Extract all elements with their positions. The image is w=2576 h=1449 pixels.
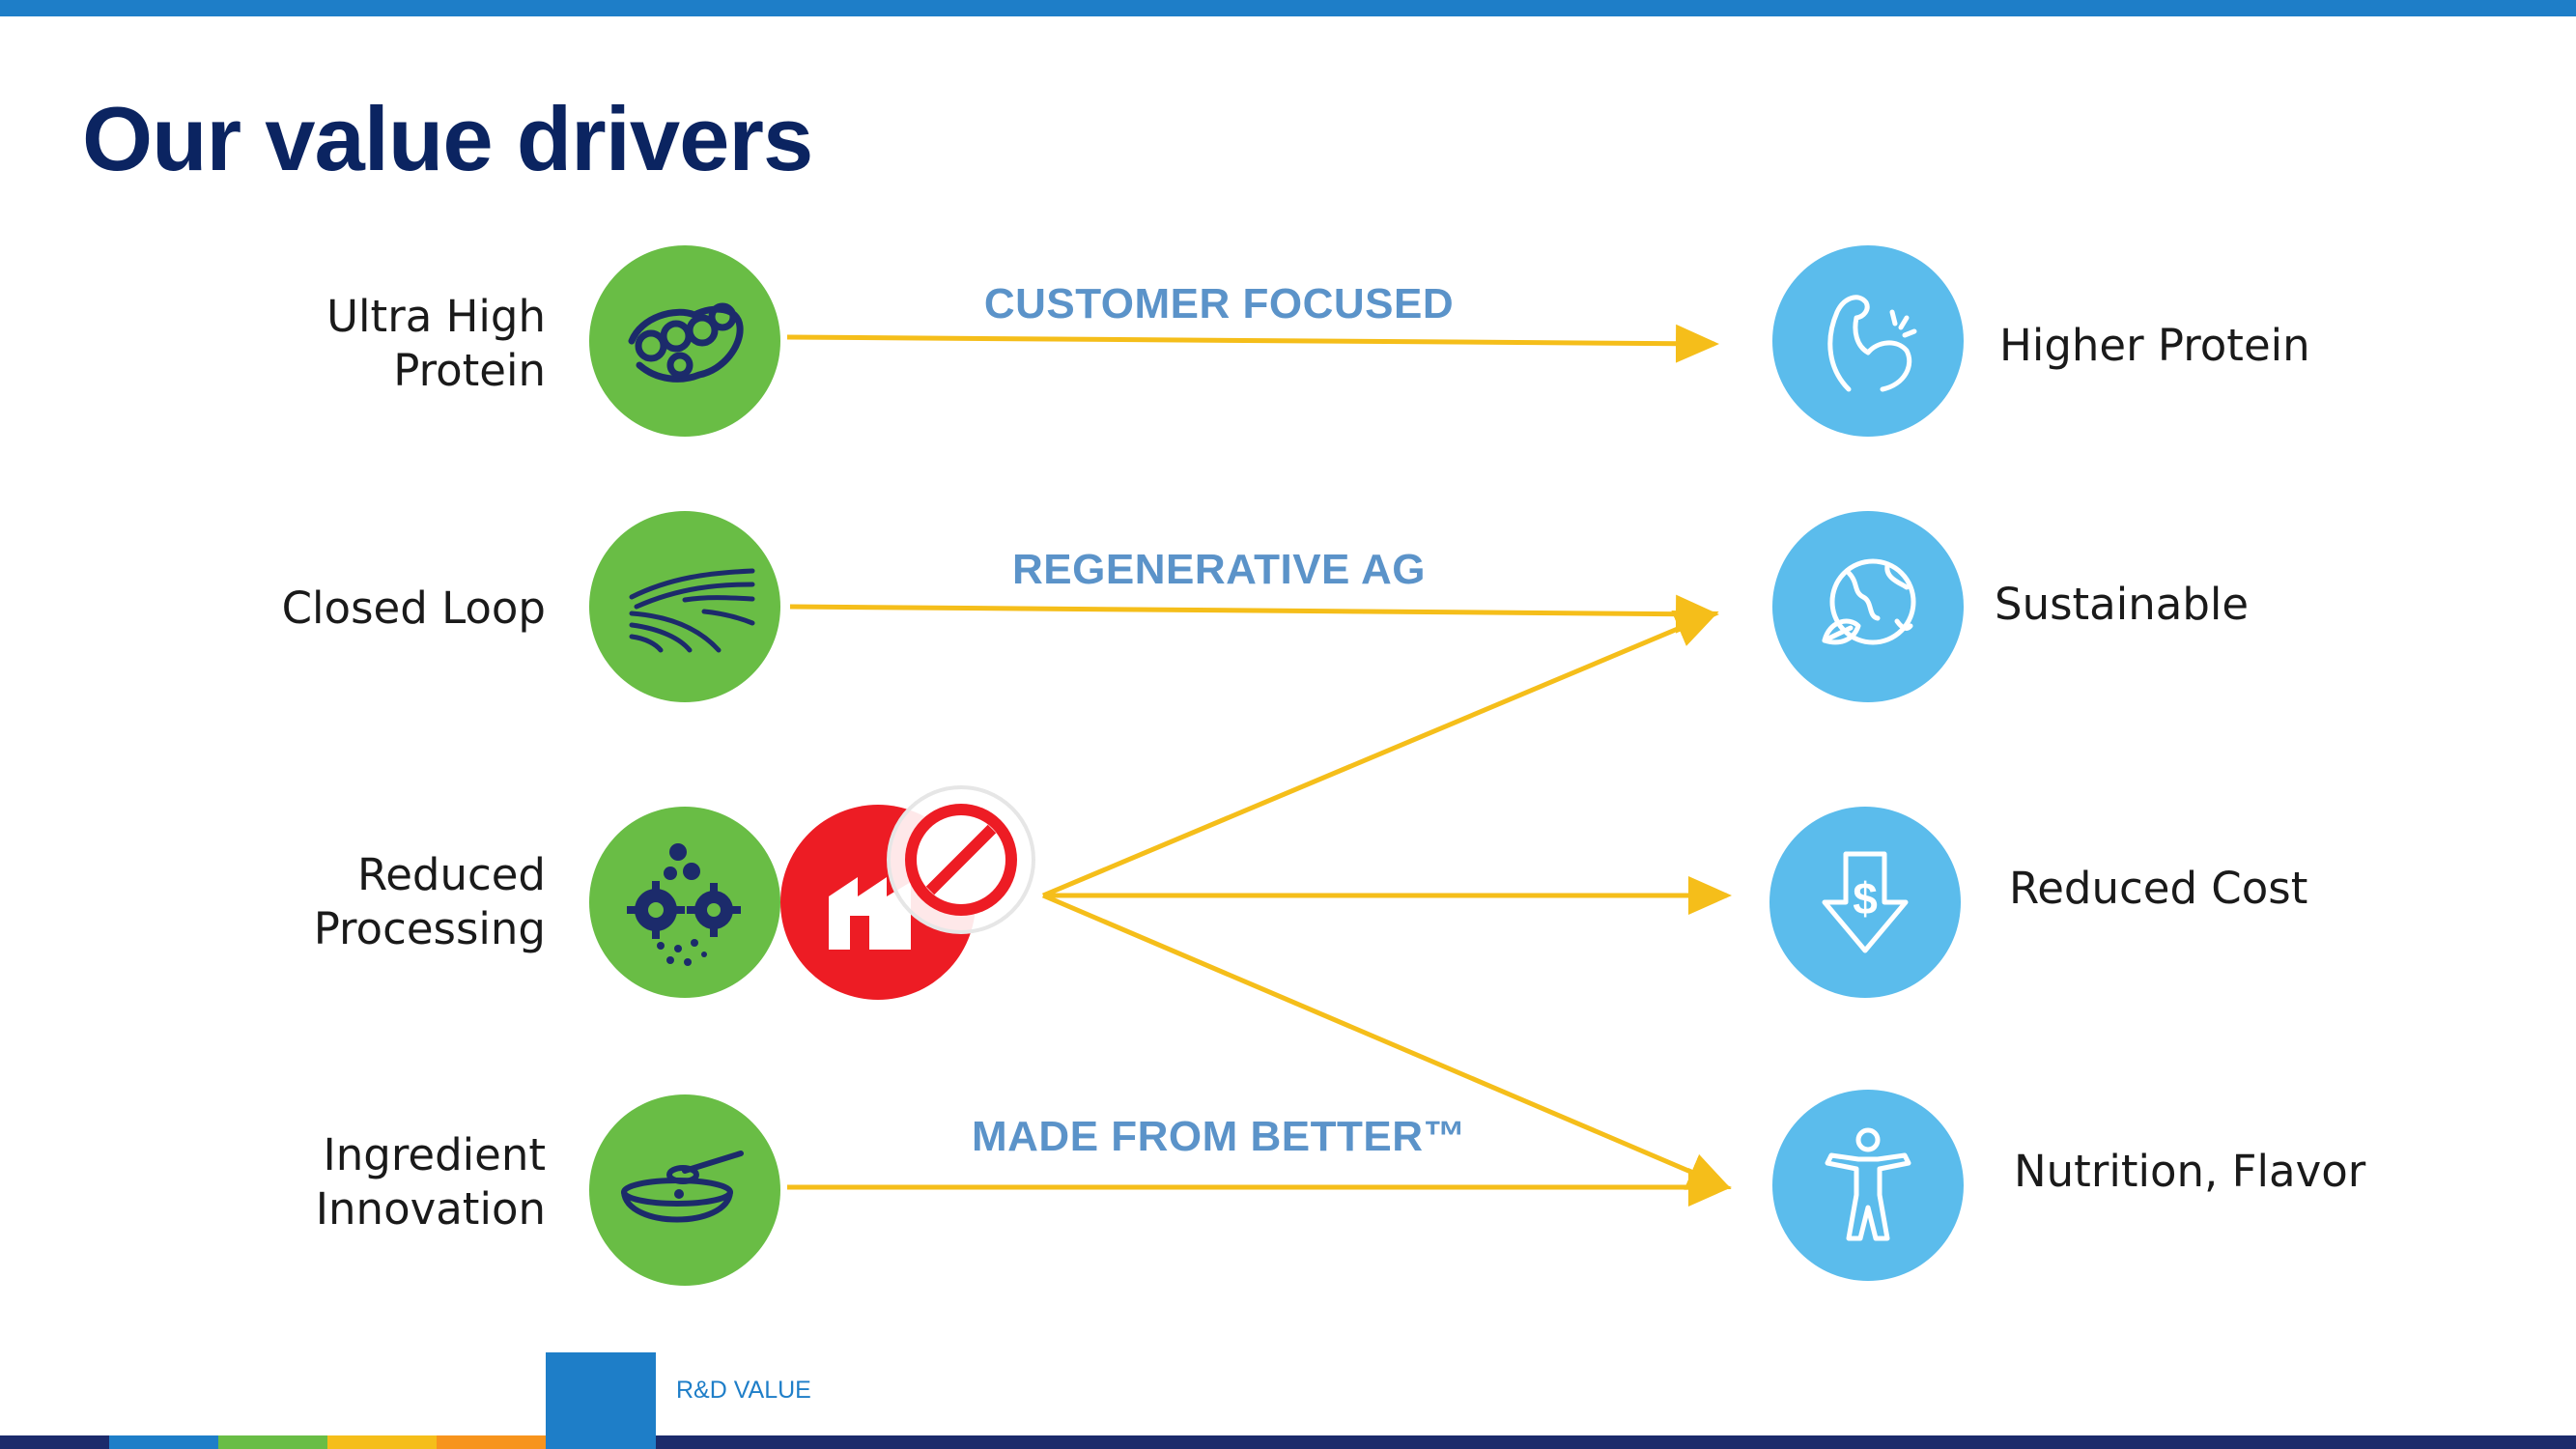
person-icon: [1825, 1127, 1911, 1241]
svg-text:$: $: [1853, 873, 1878, 923]
driver-label-reduced-processing: Reduced Processing: [101, 848, 546, 956]
driver-label-line: Protein: [393, 345, 546, 396]
driver-label-ultra-high-protein: Ultra High Protein: [101, 290, 546, 398]
flow-label-made-from-better: MADE FROM BETTER™: [971, 1113, 1467, 1160]
footer-strip-segment: [109, 1435, 218, 1449]
flow-label-customer-focused: CUSTOMER FOCUSED: [983, 280, 1455, 327]
driver-circle-closed-loop: [589, 511, 780, 702]
field-rows-icon: [629, 568, 755, 653]
footer-strip-segment: [546, 1435, 2576, 1449]
driver-label-line: Processing: [313, 903, 546, 954]
prohibition-icon: [887, 785, 1035, 934]
driver-label-line: Ultra High: [326, 291, 546, 342]
flexed-arm-icon: [1827, 295, 1917, 392]
arrow-processing-to-sustainable: [1042, 611, 1719, 898]
outcome-circle-nutrition: [1772, 1090, 1964, 1281]
dollar-down-arrow-icon: $: [1822, 851, 1909, 953]
footer-strip-segment: [0, 1435, 109, 1449]
driver-label-line: Closed Loop: [281, 582, 546, 634]
no-factory-icon: [829, 877, 911, 950]
driver-label-closed-loop: Closed Loop: [101, 582, 546, 636]
soybean-pod-icon: [628, 302, 744, 383]
globe-leaf-icon: [1822, 558, 1916, 645]
outcome-circle-reduced-cost: $: [1769, 807, 1961, 998]
driver-circle-protein: [589, 245, 780, 437]
outcome-label-nutrition-flavor: Nutrition, Flavor: [2014, 1146, 2366, 1197]
gears-icon: [627, 843, 741, 966]
outcome-label-sustainable: Sustainable: [1995, 579, 2250, 630]
outcome-label-reduced-cost: Reduced Cost: [2009, 863, 2308, 914]
footer-section-label: R&D VALUE: [676, 1377, 811, 1404]
driver-circle-processing: [589, 807, 780, 998]
driver-label-ingredient-innovation: Ingredient Innovation: [101, 1128, 546, 1236]
footer-strip-segment: [437, 1435, 546, 1449]
footer-tab: [546, 1352, 656, 1449]
flow-label-regenerative-ag: REGENERATIVE AG: [1012, 546, 1426, 593]
arrow-protein-to-higher-protein: [786, 324, 1719, 363]
driver-label-line: Reduced: [356, 849, 546, 900]
arrow-closed-loop-to-sustainable: [789, 594, 1719, 634]
arrow-processing-to-nutrition: [1042, 893, 1732, 1190]
page-title: Our value drivers: [82, 88, 813, 189]
footer-strip-segment: [327, 1435, 437, 1449]
outcome-circle-higher-protein: [1772, 245, 1964, 437]
outcome-circle-sustainable: [1772, 511, 1964, 702]
bowl-spoon-icon: [621, 1151, 744, 1223]
top-accent-bar: [0, 0, 2576, 16]
outcome-label-higher-protein: Higher Protein: [1999, 320, 2310, 371]
driver-label-line: Innovation: [315, 1183, 546, 1235]
driver-label-line: Ingredient: [323, 1129, 546, 1180]
footer-strip-segment: [218, 1435, 327, 1449]
driver-circle-innovation: [589, 1094, 780, 1286]
